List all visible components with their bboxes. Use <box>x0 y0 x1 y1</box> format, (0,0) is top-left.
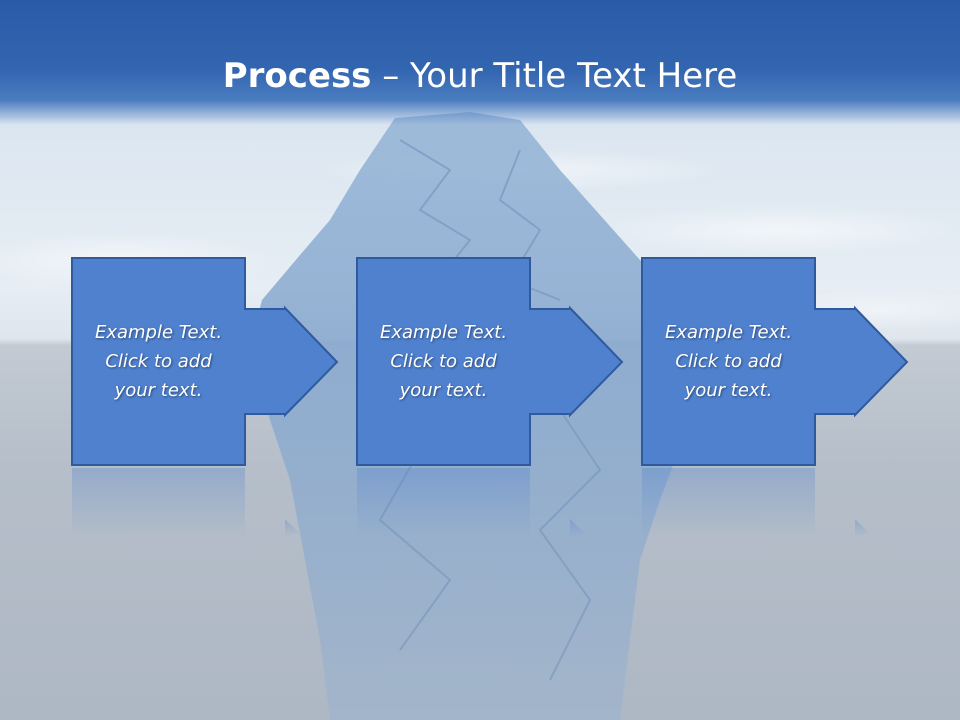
process-step-1[interactable]: Example Text. Click to add your text. <box>71 257 341 471</box>
slide-title[interactable]: Process – Your Title Text Here <box>0 54 960 98</box>
process-step-3[interactable]: Example Text. Click to add your text. <box>641 257 911 471</box>
title-rest: – Your Title Text Here <box>371 56 738 96</box>
step-text: Example Text. Click to add your text. <box>379 321 508 401</box>
step-reflection <box>357 468 584 537</box>
title-bold: Process <box>222 56 372 96</box>
step-text: Example Text. Click to add your text. <box>664 321 793 401</box>
step-reflection <box>642 468 869 537</box>
step-text: Example Text. Click to add your text. <box>94 321 223 401</box>
arrow-shape <box>641 257 909 466</box>
process-step-2[interactable]: Example Text. Click to add your text. <box>356 257 626 471</box>
arrow-shape <box>71 257 339 466</box>
title-band <box>0 0 960 125</box>
arrow-shape <box>356 257 624 466</box>
step-reflection <box>72 468 299 537</box>
